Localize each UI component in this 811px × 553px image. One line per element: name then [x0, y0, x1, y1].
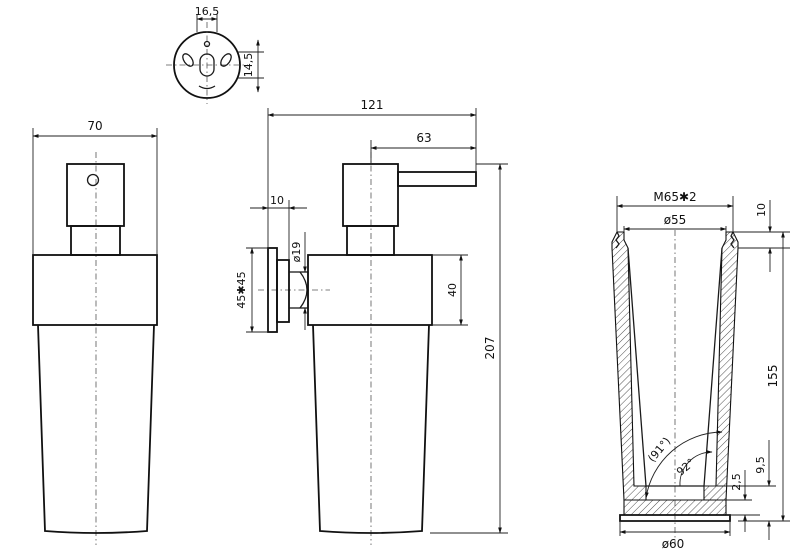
- dim-top-height: 14,5: [242, 53, 255, 78]
- dim-sec-angle-outer: (91°): [645, 435, 673, 465]
- top-lower-arc: [198, 85, 216, 90]
- dim-sec-base: 9,5: [754, 456, 767, 474]
- side-pump-head: [342, 163, 399, 227]
- dim-sec-thread: M65✱2: [653, 190, 696, 204]
- side-plate-boss: [276, 259, 290, 323]
- dim-side-collar: 40: [446, 283, 459, 297]
- angle-arc-outer: [645, 430, 723, 499]
- side-collar: [307, 254, 433, 326]
- side-pump-neck: [346, 225, 395, 256]
- dim-front-width: 70: [87, 119, 102, 133]
- dim-side-total-height: 207: [483, 337, 497, 360]
- dim-side-total-width: 121: [361, 98, 384, 112]
- front-view: 70: [32, 119, 158, 545]
- top-right-slot: [220, 53, 232, 67]
- dim-side-offset: 10: [270, 194, 284, 207]
- dim-sec-height: 155: [766, 365, 780, 388]
- side-bottle: [312, 324, 430, 534]
- section-view: M65✱2 ø55 10 155 9,5 2,5 ø60 (91: [611, 190, 790, 551]
- dim-sec-angle-inner: 92°: [674, 456, 697, 478]
- top-screw-hole: [203, 40, 211, 48]
- section-right-wall: [703, 231, 739, 501]
- side-spout: [397, 171, 477, 187]
- top-center-slot: [199, 53, 215, 77]
- dim-sec-wall: 2,5: [730, 473, 743, 491]
- top-left-slot: [182, 53, 194, 67]
- dim-sec-inner-dia: ø55: [664, 213, 687, 227]
- front-bottle: [37, 324, 155, 534]
- front-pump-neck: [70, 225, 121, 256]
- dim-side-spout: 63: [416, 131, 431, 145]
- dim-sec-top: 10: [755, 203, 768, 217]
- dim-side-pipe-dia: ø19: [290, 242, 303, 263]
- front-collar: [32, 254, 158, 326]
- dim-top-width: 16,5: [195, 5, 220, 18]
- front-pump-head: [66, 163, 125, 227]
- angle-arc-inner: [679, 450, 713, 487]
- front-nozzle-hole: [86, 173, 100, 187]
- section-bottom: [623, 499, 727, 516]
- dim-sec-bottom-dia: ø60: [662, 537, 685, 551]
- dim-side-plate: 45✱45: [235, 271, 248, 308]
- top-view: 16,5 14,5: [166, 5, 264, 104]
- section-left-wall: [611, 231, 647, 501]
- side-view: 121 63 10 ø19 45✱45 40 207: [235, 98, 508, 545]
